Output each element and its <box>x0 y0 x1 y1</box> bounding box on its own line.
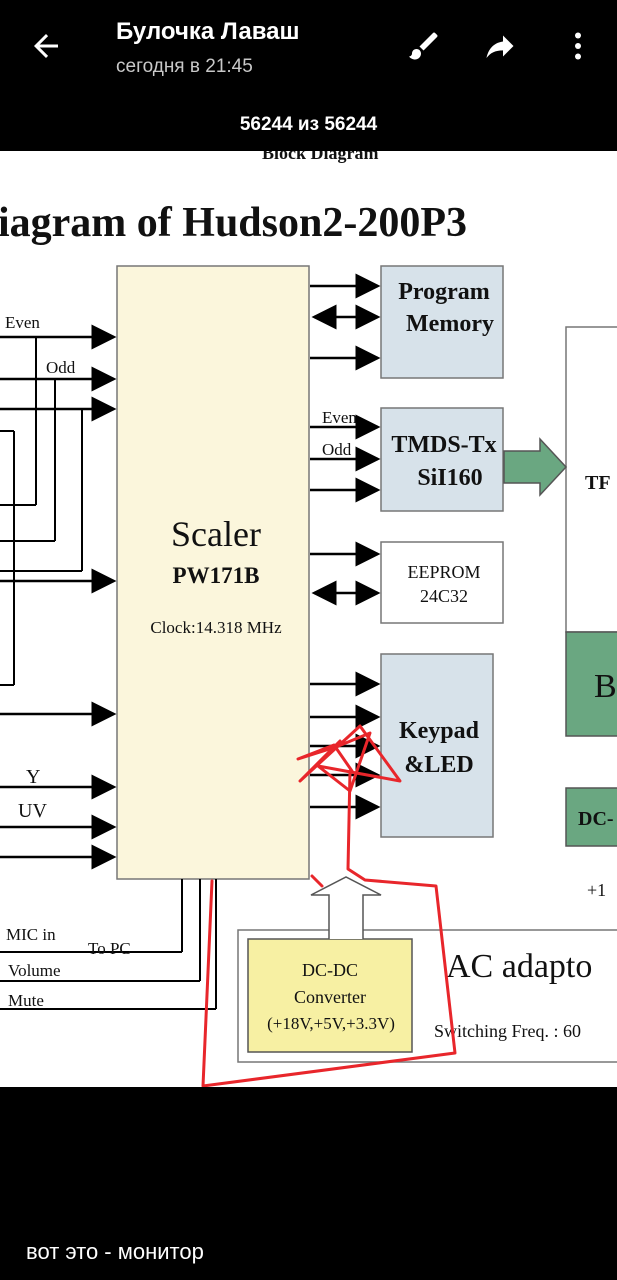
svg-text:Odd: Odd <box>322 440 352 459</box>
svg-text:(+18V,+5V,+3.3V): (+18V,+5V,+3.3V) <box>267 1014 395 1033</box>
dc-right-block <box>565 787 617 847</box>
scaler-label: Scaler <box>171 514 261 554</box>
dc-dc-converter-block <box>247 938 413 1053</box>
doc-header-text: Block Diagram <box>262 151 379 163</box>
svg-text:To PC: To PC <box>88 939 131 958</box>
message-timestamp: сегодня в 21:45 <box>116 56 253 77</box>
svg-text:DC-DC: DC-DC <box>302 960 358 980</box>
message-caption: вот это - монитор <box>26 1239 204 1264</box>
svg-text:TF: TF <box>585 472 611 494</box>
b-block <box>565 631 617 737</box>
svg-text:Switching Freq. : 60: Switching Freq. : 60 <box>434 1021 581 1041</box>
svg-text:EEPROM: EEPROM <box>407 562 480 582</box>
svg-text:Program: Program <box>398 279 490 305</box>
svg-text:&LED: &LED <box>404 752 473 778</box>
eeprom-block <box>380 541 504 624</box>
svg-text:Volume: Volume <box>8 961 61 980</box>
svg-text:UV: UV <box>18 800 47 822</box>
svg-text:Even: Even <box>322 408 357 427</box>
tmds-block <box>380 407 504 512</box>
top-app-bar: Булочка Лаваш сегодня в 21:45 <box>0 0 617 96</box>
program-memory-block <box>380 265 504 379</box>
scaler-model: PW171B <box>173 563 260 588</box>
svg-text:+1: +1 <box>587 880 606 900</box>
block-diagram-image: Block Diagram iagram of Hudson2-200P3 Sc… <box>0 151 617 1087</box>
svg-text:Even: Even <box>5 313 40 332</box>
svg-text:Keypad: Keypad <box>399 718 480 744</box>
svg-text:Converter: Converter <box>294 987 366 1007</box>
svg-text:MIC in: MIC in <box>6 925 56 944</box>
scaler-block <box>116 265 310 880</box>
svg-text:TMDS-Tx: TMDS-Tx <box>391 432 496 458</box>
svg-text:Memory: Memory <box>406 311 494 337</box>
svg-text:DC-: DC- <box>578 808 614 830</box>
svg-text:AC adapto: AC adapto <box>446 948 592 985</box>
svg-text:SiI160: SiI160 <box>417 465 482 491</box>
diagram-title: iagram of Hudson2-200P3 <box>0 200 467 246</box>
photo-viewer[interactable]: Block Diagram iagram of Hudson2-200P3 Sc… <box>0 151 617 1087</box>
media-counter: 56244 из 56244 <box>239 114 378 135</box>
contact-name: Булочка Лаваш <box>116 18 300 45</box>
more-vert-icon[interactable] <box>560 28 596 64</box>
scaler-clock: Clock:14.318 MHz <box>150 618 282 637</box>
brush-icon[interactable] <box>406 28 442 64</box>
keypad-led-block <box>380 653 494 838</box>
svg-text:Odd: Odd <box>46 358 76 377</box>
svg-text:24C32: 24C32 <box>420 586 468 606</box>
svg-text:B: B <box>594 668 617 705</box>
red-annotation-drawing <box>201 724 457 1087</box>
svg-text:Y: Y <box>26 766 40 788</box>
share-icon[interactable] <box>482 28 518 64</box>
svg-text:Mute: Mute <box>8 991 44 1010</box>
back-arrow-icon[interactable] <box>28 28 64 64</box>
